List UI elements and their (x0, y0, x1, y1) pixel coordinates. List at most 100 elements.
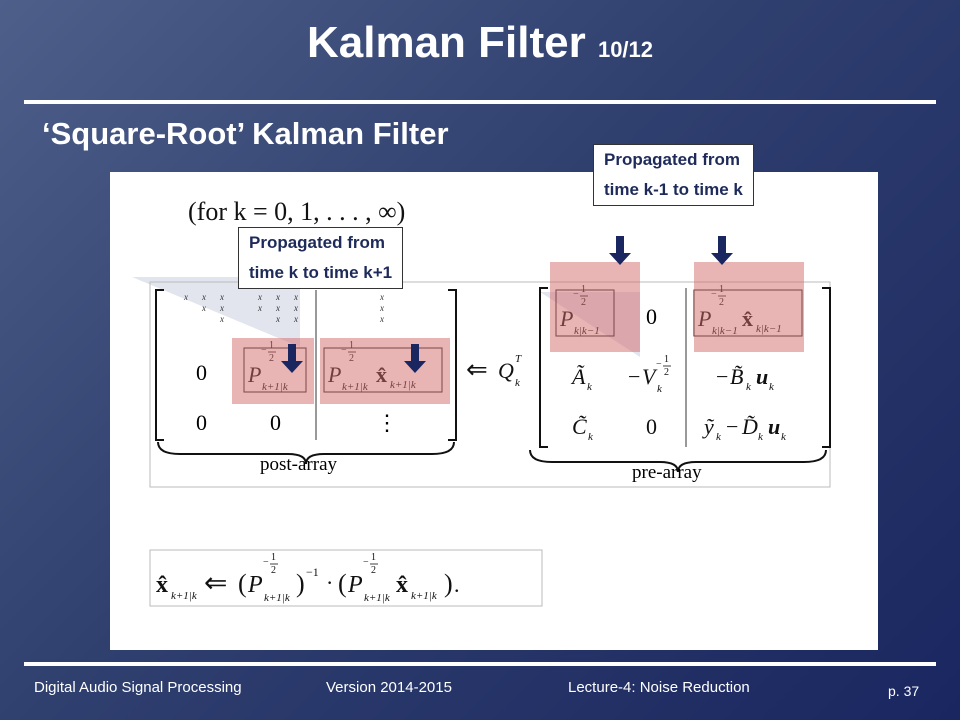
svg-text:k: k (758, 431, 764, 443)
pre-left-bracket (539, 287, 548, 448)
svg-text:2: 2 (664, 367, 669, 378)
pre-brace (529, 449, 827, 473)
svg-text:0: 0 (646, 414, 657, 439)
svg-text:x: x (201, 303, 206, 313)
slide-page-indicator: 10/12 (597, 37, 654, 62)
svg-text:1: 1 (664, 354, 669, 365)
svg-text:−: − (726, 414, 738, 439)
svg-text:.: . (454, 572, 460, 597)
post-zero-2: 0 (196, 410, 207, 435)
svg-text:x̂: x̂ (396, 572, 408, 598)
svg-text:x: x (219, 303, 224, 313)
svg-text:P: P (247, 572, 263, 598)
svg-text:u: u (768, 414, 780, 439)
svg-text:): ) (296, 569, 305, 598)
update-equation: x̂ k+1|k ⇐ ( P −1 2 k+1|k ) −1 · ( P −1 … (149, 549, 543, 607)
svg-text:k: k (588, 431, 594, 443)
svg-text:−: − (656, 359, 662, 370)
svg-text:u: u (756, 364, 768, 389)
svg-text:x: x (275, 314, 280, 324)
post-zero-3: 0 (270, 410, 281, 435)
post-array-label: post-array (260, 454, 338, 475)
highlight-post-p (232, 338, 314, 404)
svg-text:k+1|k: k+1|k (264, 592, 291, 604)
callout-line: Propagated from (604, 150, 741, 169)
svg-text:T: T (515, 353, 522, 365)
title-divider (24, 100, 936, 104)
callout-propagated-k-1-to-k: Propagated from time k-1 to time k (593, 144, 754, 206)
svg-text:k+1|k: k+1|k (171, 590, 198, 602)
post-right-bracket (448, 289, 457, 441)
slide-title-text: Kalman Filter (306, 18, 586, 67)
svg-text:−: − (628, 364, 640, 389)
callout-line: time k-1 to time k (604, 180, 743, 199)
pre-array-label: pre-array (632, 462, 702, 483)
svg-text:D̃: D̃ (741, 414, 758, 439)
highlight-post-px (320, 338, 450, 404)
slide-subtitle: ‘Square-Root’ Kalman Filter (42, 116, 449, 151)
svg-text:Ã: Ã (570, 364, 586, 389)
svg-text:1: 1 (371, 552, 376, 563)
loop-text: (for k = 0, 1, . . . , ∞) (188, 197, 405, 226)
svg-text:x: x (379, 292, 384, 302)
svg-text:x: x (219, 314, 224, 324)
slide-title: Kalman Filter 10/12 (0, 18, 960, 68)
pre-zero-1: 0 (646, 304, 657, 329)
svg-text:k+1|k: k+1|k (364, 592, 391, 604)
q-transform: ⇐ Q T k (466, 353, 522, 389)
svg-text:x: x (379, 314, 384, 324)
svg-text:P: P (347, 572, 363, 598)
svg-text:⇐: ⇐ (466, 355, 488, 384)
svg-text:x: x (201, 292, 206, 302)
svg-text:−1: −1 (306, 565, 319, 579)
svg-text:⇐: ⇐ (204, 568, 227, 599)
arrow-down-icon (609, 236, 631, 265)
svg-text:−: − (716, 364, 728, 389)
svg-text:x: x (183, 292, 188, 302)
svg-text:(: ( (238, 569, 247, 598)
arrow-down-icon (711, 236, 733, 265)
footer-divider (24, 662, 936, 666)
svg-text:ỹ: ỹ (702, 414, 715, 439)
svg-text:x: x (257, 303, 262, 313)
svg-text:k: k (769, 381, 775, 393)
footer-course: Digital Audio Signal Processing (34, 679, 242, 696)
svg-text:x: x (293, 303, 298, 313)
pre-row-3: C̃ k 0 ỹ k − D̃ k u k (572, 414, 787, 443)
footer-page-number: p. 37 (888, 683, 920, 699)
svg-text:(: ( (338, 569, 347, 598)
svg-text:x: x (275, 292, 280, 302)
svg-text:V: V (642, 364, 658, 389)
arrow-down-icon (404, 344, 426, 373)
svg-text:C̃: C̃ (572, 414, 587, 439)
svg-text:x: x (257, 292, 262, 302)
post-left-bracket (155, 289, 164, 441)
pre-right-bracket (822, 287, 831, 448)
svg-text:k: k (716, 431, 722, 443)
triangle-shade-left (132, 277, 300, 347)
svg-text:x: x (219, 292, 224, 302)
footer-version: Version 2014-2015 (326, 679, 452, 696)
svg-text:1: 1 (271, 552, 276, 563)
highlight-pre-px (694, 262, 804, 352)
svg-text:k: k (746, 381, 752, 393)
svg-text:k: k (515, 377, 521, 389)
svg-text:2: 2 (371, 565, 376, 576)
post-brace (157, 441, 455, 465)
callout-line: Propagated from (249, 233, 386, 252)
svg-text:·: · (326, 570, 333, 595)
svg-text:k: k (781, 431, 787, 443)
highlight-pre-p (550, 262, 640, 352)
svg-text:2: 2 (271, 565, 276, 576)
post-zero-1: 0 (196, 360, 207, 385)
svg-text:Q: Q (498, 358, 514, 383)
svg-text:): ) (444, 569, 453, 598)
post-vdots: ⋮ (376, 410, 398, 435)
svg-text:x: x (293, 314, 298, 324)
svg-text:x̂: x̂ (156, 572, 168, 598)
svg-text:x: x (275, 303, 280, 313)
pre-row-2: Ã k − V −1 2 k − B̃ k u k (570, 354, 775, 395)
